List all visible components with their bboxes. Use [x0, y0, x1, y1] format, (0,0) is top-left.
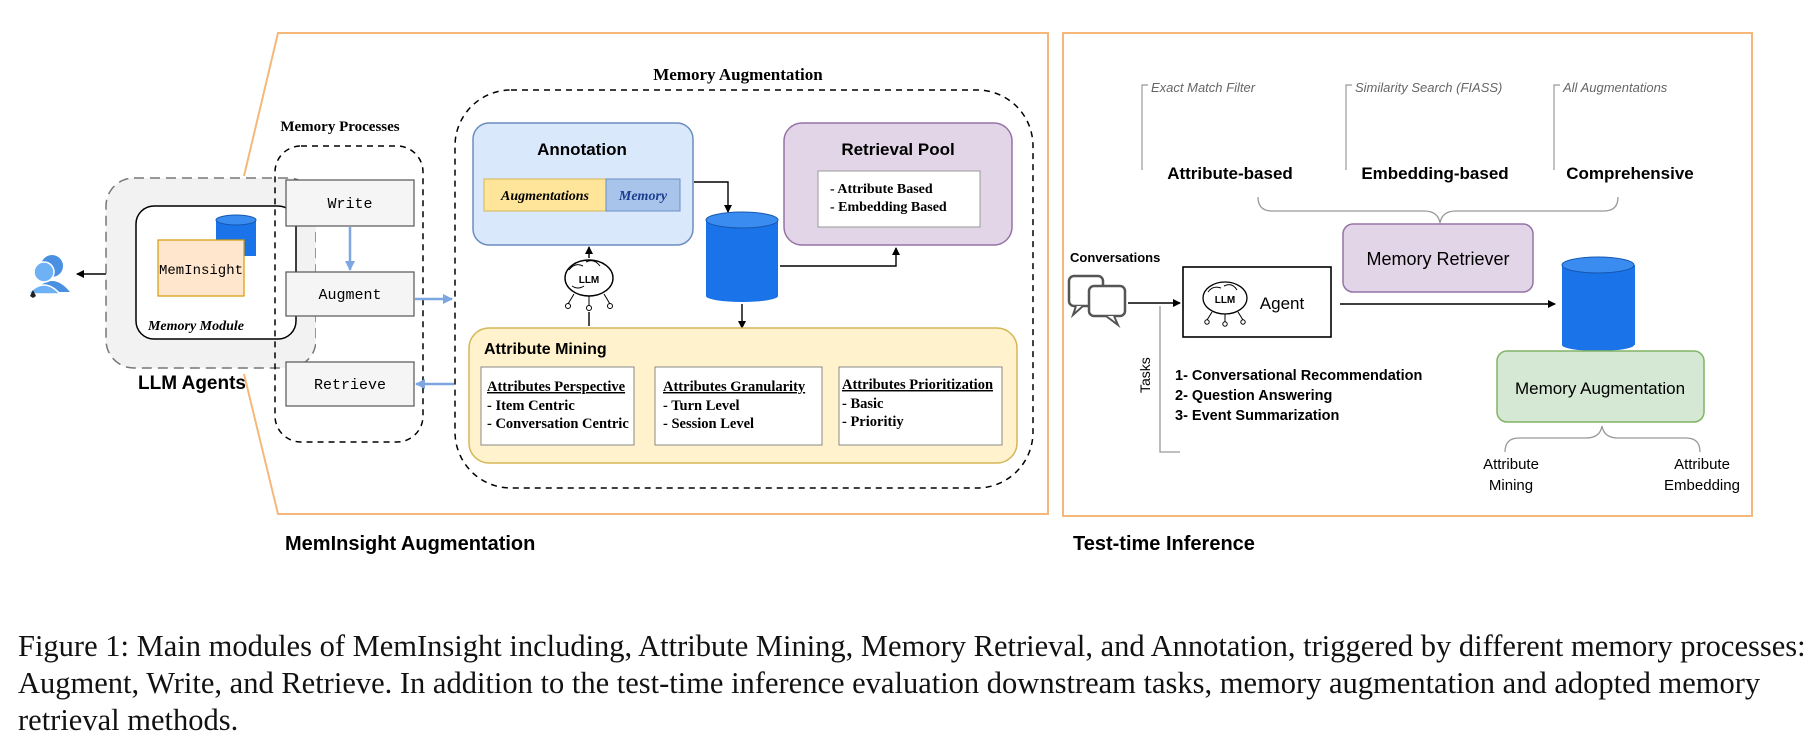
retrieval-pool-list	[817, 170, 981, 228]
augmentation-panel-border	[243, 32, 1049, 515]
attributes-prioritization-item: - Prioritiy	[842, 414, 904, 430]
method-label: Attribute-based	[1167, 164, 1293, 183]
conversations-label: Conversations	[1070, 250, 1160, 265]
aug-sub-left-line: Attribute	[1483, 456, 1539, 473]
memory-retriever-box	[1342, 223, 1534, 293]
agents-label: LLM Agents	[138, 373, 246, 394]
meminsight-section-title: MemInsight Augmentation	[285, 533, 535, 555]
task-item: 3- Event Summarization	[1175, 408, 1339, 424]
test-time-panel-border	[1062, 32, 1753, 517]
method-bracket	[1141, 84, 1148, 170]
task-item: 2- Question Answering	[1175, 388, 1332, 404]
attributes-perspective-card	[480, 366, 635, 446]
db-to-pool-arrow	[780, 247, 900, 267]
aug-sub-left-line: Mining	[1489, 477, 1533, 494]
inference-memory-augmentation-label: Memory Augmentation	[1515, 379, 1685, 398]
aug-sub-right-line: Attribute	[1674, 456, 1730, 473]
memory-augmentation-box	[454, 89, 1034, 489]
memory-processes-title: Memory Processes	[280, 119, 399, 135]
augment-process-label: Augment	[318, 287, 381, 304]
meminsight-box	[157, 239, 245, 297]
attributes-perspective-item: - Item Centric	[487, 398, 575, 414]
figure-caption: Figure 1: Main modules of MemInsight inc…	[18, 629, 1806, 737]
augmentations-tag-label: Augmentations	[500, 189, 589, 204]
augment-process	[285, 271, 415, 317]
tasks-bracket	[1159, 306, 1180, 453]
method-label: Embedding-based	[1361, 164, 1508, 183]
memory-retriever-label: Memory Retriever	[1366, 249, 1509, 269]
retrieval-pool-item: - Embedding Based	[830, 200, 947, 215]
agent-llm-label: LLM	[1215, 295, 1236, 306]
retrieval-pool-item: - Attribute Based	[830, 182, 933, 197]
meminsight-box-label: MemInsight	[159, 263, 243, 279]
write-process	[285, 179, 415, 227]
agents-icon	[26, 255, 70, 298]
llm-brain-icon	[564, 259, 614, 311]
attribute-mining-title: Attribute Mining	[484, 341, 607, 358]
attributes-perspective-title: Attributes Perspective	[487, 379, 626, 395]
attributes-granularity-title: Attributes Granularity	[663, 379, 806, 395]
memory-tag-label: Memory	[618, 189, 668, 204]
annotation-title: Annotation	[537, 140, 627, 159]
retrieve-process	[285, 361, 415, 407]
test-time-section-title: Test-time Inference	[1073, 533, 1255, 555]
attributes-granularity-item: - Session Level	[663, 416, 754, 432]
write-process-label: Write	[327, 196, 372, 213]
memory-database-icon	[705, 211, 779, 302]
attributes-prioritization-card	[838, 366, 1003, 446]
attributes-perspective-item: - Conversation Centric	[487, 416, 629, 432]
llm-brain-label: LLM	[579, 275, 600, 286]
agent-label: Agent	[1260, 294, 1305, 313]
retrieve-process-label: Retrieve	[314, 377, 386, 394]
augmentation-brace	[1504, 425, 1701, 453]
task-item: 1- Conversational Recommendation	[1175, 368, 1422, 384]
method-note: Exact Match Filter	[1151, 80, 1256, 95]
memory-processes-box	[274, 145, 424, 443]
method-note: Similarity Search (FIASS)	[1355, 80, 1502, 95]
agent-llm-icon	[1202, 281, 1248, 327]
retrieval-pool-title: Retrieval Pool	[841, 140, 954, 159]
memory-tag	[605, 178, 681, 212]
methods-brace	[1257, 196, 1619, 224]
conversation-bubbles-icon	[1067, 274, 1127, 329]
attributes-prioritization-item: - Basic	[842, 396, 884, 412]
method-bracket	[1553, 84, 1560, 170]
memory-augmentation-title: Memory Augmentation	[653, 65, 823, 84]
inference-memory-augmentation-box	[1496, 350, 1705, 423]
aug-sub-right-line: Embedding	[1664, 477, 1740, 494]
tasks-label: Tasks	[1137, 357, 1153, 393]
inference-database-icon	[1561, 256, 1635, 351]
attributes-granularity-item: - Turn Level	[663, 398, 740, 414]
attributes-granularity-card	[654, 366, 823, 446]
memory-module-label: Memory Module	[147, 319, 244, 334]
method-bracket	[1345, 84, 1352, 170]
method-label: Comprehensive	[1566, 164, 1694, 183]
annotation-to-db-arrow	[694, 181, 732, 213]
method-note: All Augmentations	[1562, 80, 1668, 95]
attributes-prioritization-title: Attributes Prioritization	[842, 377, 993, 393]
